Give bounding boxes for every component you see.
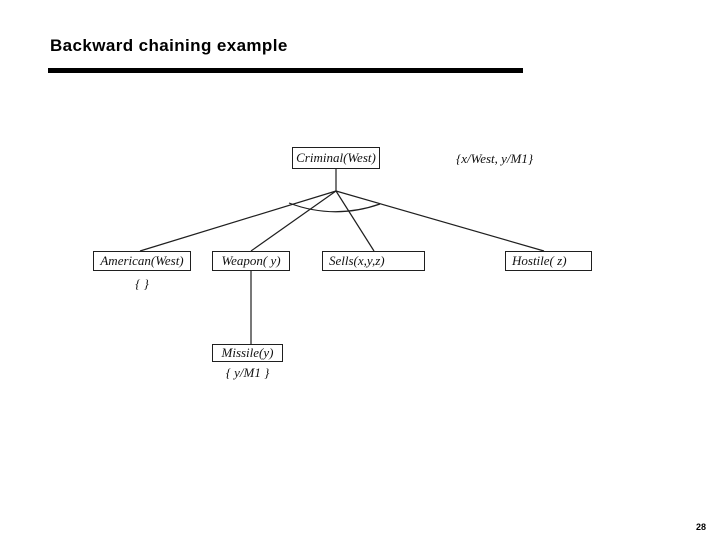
node-hostile-z: Hostile( z) [505,251,592,271]
and-arc [288,202,381,213]
substitution-american: { } [135,276,149,291]
edge-junction-hostile [335,190,545,252]
node-missile-y: Missile(y) [212,344,283,362]
node-criminal-west: Criminal(West) [292,147,380,169]
slide-title: Backward chaining example [50,36,288,55]
edge-junction-weapon [250,190,337,252]
node-weapon-y: Weapon( y) [212,251,290,271]
edge-junction-sells [335,190,375,252]
edge-junction-american [139,190,337,252]
title-underline [48,68,523,73]
substitution-missile: { y/M1 } [225,365,270,380]
page-number: 28 [696,522,707,532]
substitution-top: {x/West, y/M1} [456,151,534,166]
node-american-west: American(West) [93,251,191,271]
node-sells-xyz: Sells(x,y,z) [322,251,425,271]
